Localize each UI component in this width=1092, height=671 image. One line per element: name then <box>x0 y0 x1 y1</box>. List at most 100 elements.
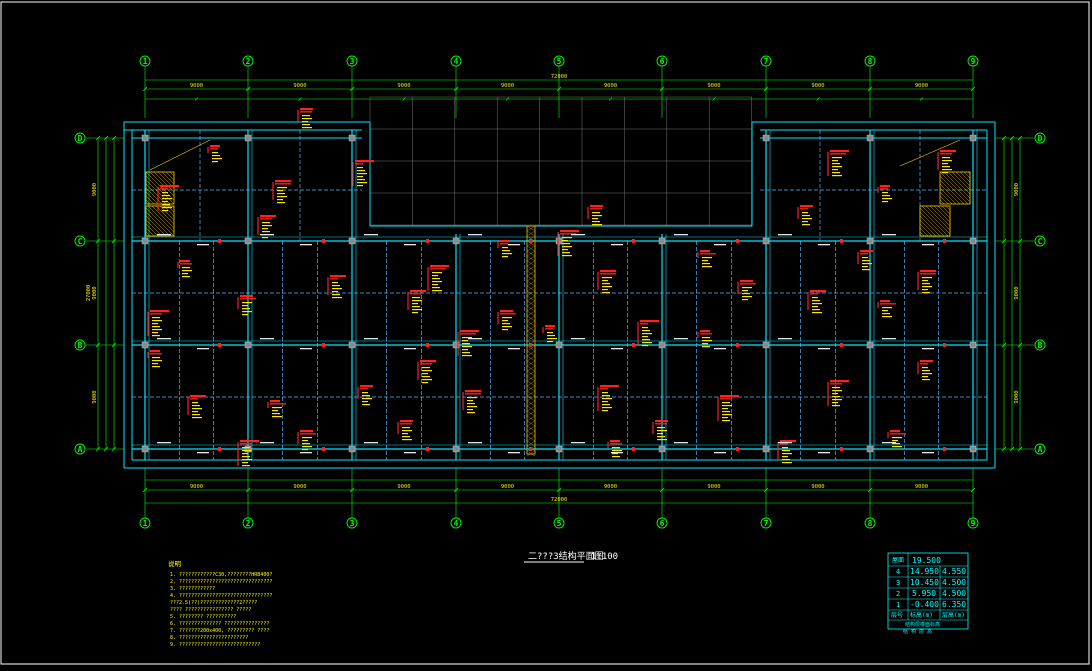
dimension-label: 9000 <box>501 484 514 490</box>
rebar-note <box>162 198 172 200</box>
axis-bubble[interactable] <box>656 55 668 67</box>
hatch-line <box>939 195 949 205</box>
rebar-note <box>422 376 430 378</box>
joint-hatch <box>526 370 536 377</box>
rebar-note <box>467 400 473 402</box>
axis-bubble[interactable] <box>242 517 254 529</box>
rebar-note <box>502 329 508 331</box>
beam-label <box>714 244 726 246</box>
column <box>555 237 563 245</box>
beam-label <box>364 442 378 444</box>
axis-bubble[interactable] <box>967 517 979 529</box>
hatch-line <box>169 171 175 177</box>
axis-bubble[interactable] <box>74 339 86 351</box>
rebar-note <box>832 166 842 168</box>
rebar-tag <box>560 233 576 235</box>
rebar-note <box>242 456 250 458</box>
rebar-note <box>502 256 508 258</box>
hatch-line <box>161 171 175 185</box>
dimension-tick <box>659 86 665 92</box>
rebar-note <box>357 167 363 169</box>
axis-bubble[interactable] <box>450 55 462 67</box>
axis-bubble[interactable] <box>1034 235 1046 247</box>
axis-bubble[interactable] <box>760 517 772 529</box>
table-cell: 4.500 <box>942 578 966 587</box>
column <box>141 134 149 142</box>
rebar-note <box>432 278 440 280</box>
column <box>866 341 874 349</box>
rebar-note <box>362 392 368 394</box>
rebar-note <box>832 402 838 404</box>
rebar-note <box>152 329 162 331</box>
rebar-tag <box>880 303 896 305</box>
beam-label <box>404 452 416 454</box>
beam-label <box>508 348 520 350</box>
rebar-note <box>942 169 952 171</box>
level-table-border <box>887 552 969 630</box>
axis-bubble[interactable] <box>553 517 565 529</box>
rebar-note <box>262 237 268 239</box>
column <box>348 341 356 349</box>
rebar-tag <box>400 420 413 423</box>
axis-bubble[interactable] <box>450 517 462 529</box>
axis-bubble[interactable] <box>242 55 254 67</box>
rebar-note <box>832 175 842 177</box>
beam-label <box>571 234 585 236</box>
table-cell: 6.350 <box>942 600 966 609</box>
axis-bubble[interactable] <box>346 517 358 529</box>
axis-bubble[interactable] <box>1034 443 1046 455</box>
axis-bubble[interactable] <box>553 55 565 67</box>
hatch-line <box>947 171 971 195</box>
rebar-note <box>722 414 732 416</box>
beam-label <box>882 338 896 340</box>
axis-bubble[interactable] <box>346 55 358 67</box>
rebar-note <box>302 437 312 439</box>
axis-bubble[interactable] <box>139 55 151 67</box>
joint-hatch <box>526 385 536 392</box>
beam-layer <box>123 121 996 469</box>
rebar-note <box>922 373 932 375</box>
axis-bubble[interactable] <box>864 517 876 529</box>
hatch-line <box>945 205 951 211</box>
axis-bubble[interactable] <box>656 517 668 529</box>
rebar-tag <box>150 353 162 355</box>
joint-hatch <box>526 230 536 237</box>
axis-bubble[interactable] <box>1034 339 1046 351</box>
axis-label: 2 <box>246 57 251 66</box>
axis-bubble[interactable] <box>864 55 876 67</box>
axis-bubble[interactable] <box>74 235 86 247</box>
axis-bubble[interactable] <box>74 443 86 455</box>
rebar-tag <box>720 398 732 400</box>
dimension-label: 9000 <box>190 484 203 490</box>
rebar-note <box>262 228 268 230</box>
stair-line <box>149 139 211 171</box>
rebar-note <box>152 332 158 334</box>
dimension-tick <box>1009 135 1015 141</box>
axis-bubble[interactable] <box>139 517 151 529</box>
rebar-note <box>602 277 612 279</box>
axis-bubble[interactable] <box>760 55 772 67</box>
rebar-note <box>782 453 792 455</box>
rebar-note <box>922 289 928 291</box>
joint-hatch <box>526 320 536 327</box>
axis-bubble[interactable] <box>74 132 86 144</box>
axis-bubble[interactable] <box>1034 132 1046 144</box>
note-line: ???2.5(??)?????????????2????? <box>170 600 257 606</box>
rebar-note <box>357 185 363 187</box>
rebar-note <box>272 410 278 412</box>
annotation-layer <box>147 108 956 467</box>
axis-label: C <box>78 237 83 246</box>
rebar-tag <box>150 313 162 315</box>
rebar-note <box>412 300 422 302</box>
rebar-tag <box>545 325 555 328</box>
rebar-note <box>152 320 162 322</box>
rebar-note <box>242 450 252 452</box>
axis-label: B <box>1038 341 1043 350</box>
axis-label: B <box>78 341 83 350</box>
dimension-label: 9000 <box>915 484 928 490</box>
dimension-label: 9000 <box>811 484 824 490</box>
dimension-label: 9000 <box>604 484 617 490</box>
rebar-tag <box>600 270 616 273</box>
axis-bubble[interactable] <box>967 55 979 67</box>
